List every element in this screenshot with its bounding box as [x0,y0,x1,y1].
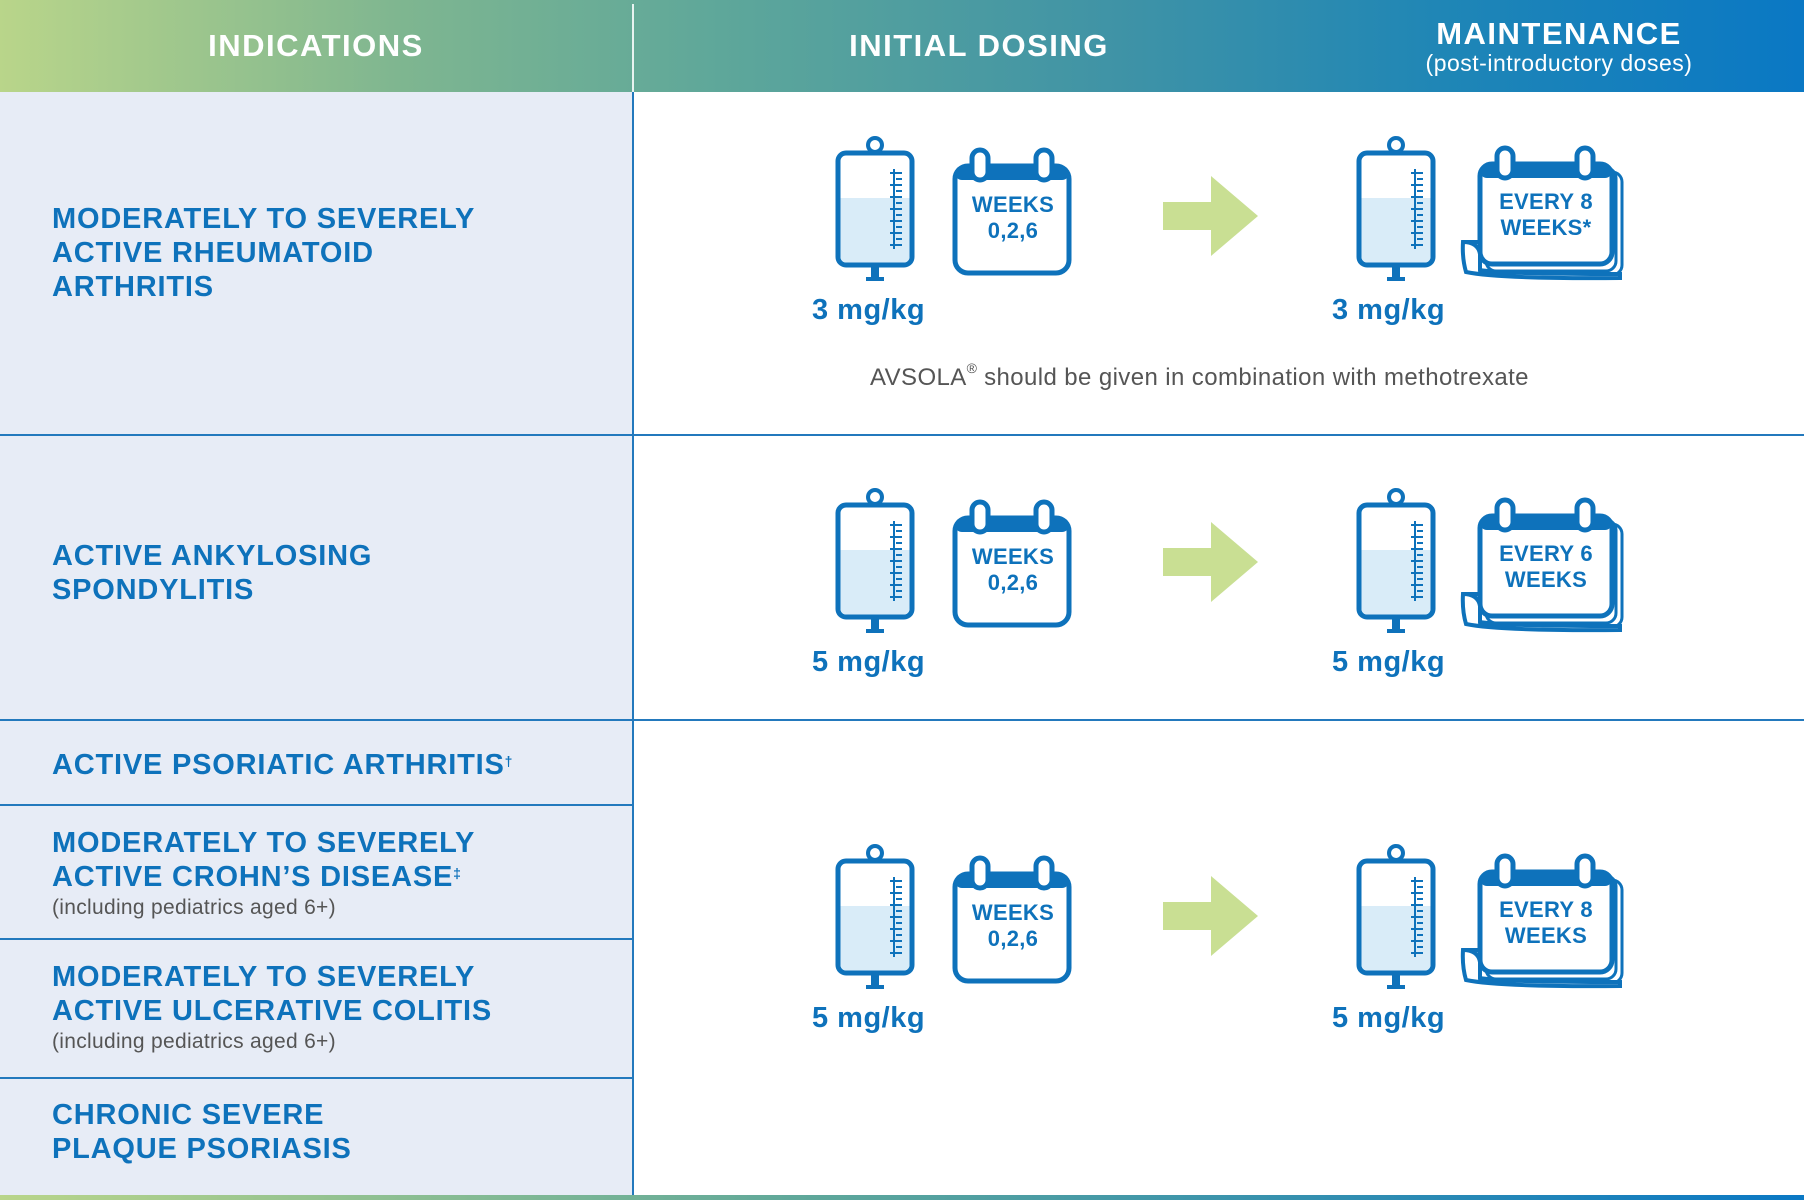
indication-psoriatic-arthritis: ACTIVE PSORIATIC ARTHRITIS† [52,748,612,782]
indication-line: MODERATELY TO SEVERELY [52,203,476,235]
initial-dose: 5 mg/kg [812,646,926,678]
maintenance-calendar-text: EVERY 8 WEEKS* [1486,189,1606,241]
calendar-line: WEEKS [971,192,1055,217]
indication-ulcerative-colitis: MODERATELY TO SEVERELY ACTIVE ULCERATIVE… [52,960,612,1056]
header-initial-dosing: INITIAL DOSING [634,0,1324,92]
iv-bag-icon [834,844,918,992]
indication-line: ARTHRITIS [52,271,214,303]
iv-bag-icon [1355,488,1439,636]
calendar-line: EVERY 8 [1499,189,1593,214]
calendar-line: EVERY 6 [1499,541,1593,566]
calendar-line: WEEKS [971,900,1055,925]
maintenance-dose: 3 mg/kg [1332,294,1446,326]
indication-rheumatoid-arthritis: MODERATELY TO SEVERELY ACTIVE RHEUMATOID… [52,202,612,304]
calendar-line: EVERY 8 [1499,897,1593,922]
indication-plaque-psoriasis: CHRONIC SEVERE PLAQUE PSORIASIS [52,1098,612,1166]
indication-line: ACTIVE ULCERATIVE COLITIS [52,995,492,1027]
header-maintenance-label: MAINTENANCE [1436,15,1682,51]
header-initial-dosing-label: INITIAL DOSING [849,28,1109,63]
footnote-mark: ‡ [453,865,461,881]
initial-dose: 5 mg/kg [812,1002,926,1034]
indication-line: PLAQUE PSORIASIS [52,1133,352,1165]
header-indications-label: INDICATIONS [208,28,424,63]
indication-line: SPONDYLITIS [52,574,255,606]
table-header: INDICATIONS INITIAL DOSING MAINTENANCE (… [0,0,1804,92]
indication-subtext: (including pediatrics aged 6+) [52,1030,336,1053]
calendar-line: 0,2,6 [987,218,1039,243]
arrow-right-icon [1163,522,1258,602]
sub-row-divider [0,938,632,940]
indication-line: MODERATELY TO SEVERELY [52,827,476,859]
indication-ankylosing-spondylitis: ACTIVE ANKYLOSING SPONDYLITIS [52,539,612,607]
maintenance-calendar-text: EVERY 8 WEEKS [1486,897,1606,949]
iv-bag-icon [834,488,918,636]
column-divider [632,92,634,1195]
note-text: should be given in combination with meth… [977,364,1529,391]
header-maintenance-sub: (post-introductory doses) [1425,49,1693,76]
header-indications: INDICATIONS [0,0,632,92]
indication-line: ACTIVE ANKYLOSING [52,540,373,572]
indication-subtext: (including pediatrics aged 6+) [52,896,336,919]
indication-crohns-disease: MODERATELY TO SEVERELY ACTIVE CROHN’S DI… [52,826,612,922]
calendar-line: 0,2,6 [987,926,1039,951]
methotrexate-note: AVSOLA® should be given in combination w… [870,360,1529,392]
indication-line: ACTIVE RHEUMATOID [52,237,374,269]
initial-calendar-text: WEEKS 0,2,6 [953,544,1073,596]
calendar-line: WEEKS [971,544,1055,569]
sub-row-divider [0,804,632,806]
maintenance-dose: 5 mg/kg [1332,1002,1446,1034]
indication-line: ACTIVE CROHN’S DISEASE [52,861,454,893]
calendar-line: WEEKS [1504,923,1588,948]
calendar-line: WEEKS* [1500,215,1592,240]
arrow-right-icon [1163,876,1258,956]
initial-calendar-text: WEEKS 0,2,6 [953,192,1073,244]
bottom-gradient-bar [0,1195,1804,1200]
initial-calendar-text: WEEKS 0,2,6 [953,900,1073,952]
arrow-right-icon [1163,176,1258,256]
indication-line: MODERATELY TO SEVERELY [52,961,476,993]
row-divider [0,434,1804,436]
footnote-mark: † [504,753,513,769]
calendar-line: 0,2,6 [987,570,1039,595]
iv-bag-icon [1355,844,1439,992]
row-divider [0,719,1804,721]
maintenance-dose: 5 mg/kg [1332,646,1446,678]
indications-column [0,92,632,1195]
header-divider [632,4,634,92]
brand-name: AVSOLA [870,364,967,391]
maintenance-calendar-text: EVERY 6 WEEKS [1486,541,1606,593]
registered-mark: ® [966,360,977,376]
iv-bag-icon [834,136,918,284]
indication-line: CHRONIC SEVERE [52,1099,325,1131]
calendar-line: WEEKS [1504,567,1588,592]
header-maintenance: MAINTENANCE (post-introductory doses) [1324,0,1794,92]
initial-dose: 3 mg/kg [812,294,926,326]
iv-bag-icon [1355,136,1439,284]
indication-line: ACTIVE PSORIATIC ARTHRITIS [52,749,505,781]
sub-row-divider [0,1077,632,1079]
